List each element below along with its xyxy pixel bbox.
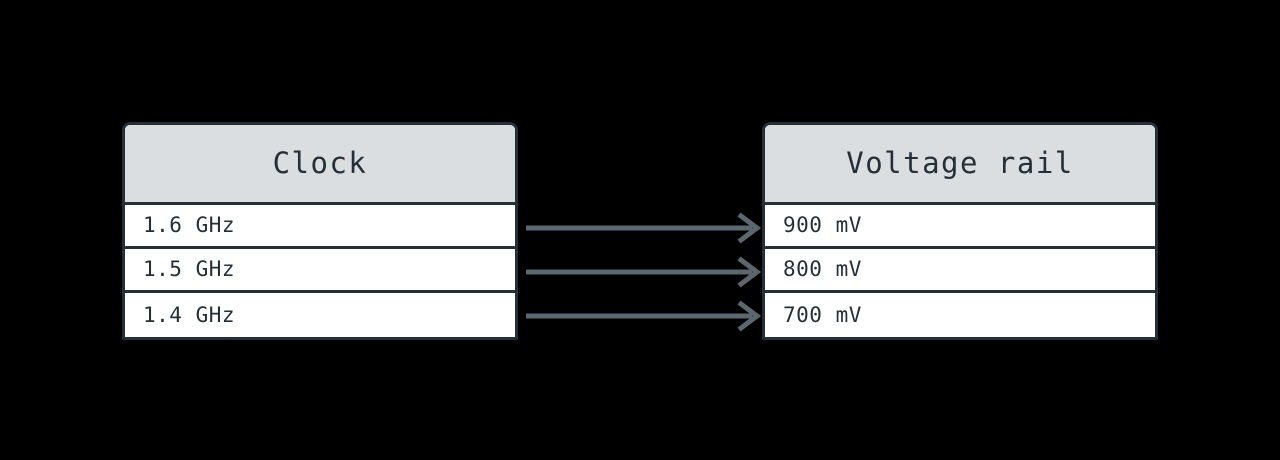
table-row[interactable]: 1.5 GHz (125, 249, 515, 293)
table-row[interactable]: 700 mV (765, 293, 1155, 337)
arrow-right-icon (526, 212, 762, 244)
source-table-header: Clock (125, 125, 515, 205)
target-table-title: Voltage rail (846, 146, 1074, 180)
table-row[interactable]: 900 mV (765, 205, 1155, 249)
source-row-label: 1.5 GHz (143, 257, 236, 281)
arrow-right-icon (526, 256, 762, 288)
target-table-voltage-rail[interactable]: Voltage rail 900 mV 800 mV 700 mV (762, 122, 1158, 340)
target-row-label: 700 mV (783, 302, 862, 327)
target-table-rows: 900 mV 800 mV 700 mV (765, 205, 1155, 337)
arrow-right-icon (526, 300, 762, 332)
target-table-header: Voltage rail (765, 125, 1155, 205)
source-table-clock[interactable]: Clock 1.6 GHz 1.5 GHz 1.4 GHz (122, 122, 518, 340)
table-row[interactable]: 1.6 GHz (125, 205, 515, 249)
table-row[interactable]: 1.4 GHz (125, 293, 515, 337)
target-row-label: 800 mV (783, 257, 862, 281)
source-row-label: 1.6 GHz (143, 213, 236, 237)
target-row-label: 900 mV (783, 213, 862, 237)
source-table-title: Clock (272, 146, 368, 180)
source-row-label: 1.4 GHz (143, 302, 236, 327)
source-table-rows: 1.6 GHz 1.5 GHz 1.4 GHz (125, 205, 515, 337)
table-row[interactable]: 800 mV (765, 249, 1155, 293)
